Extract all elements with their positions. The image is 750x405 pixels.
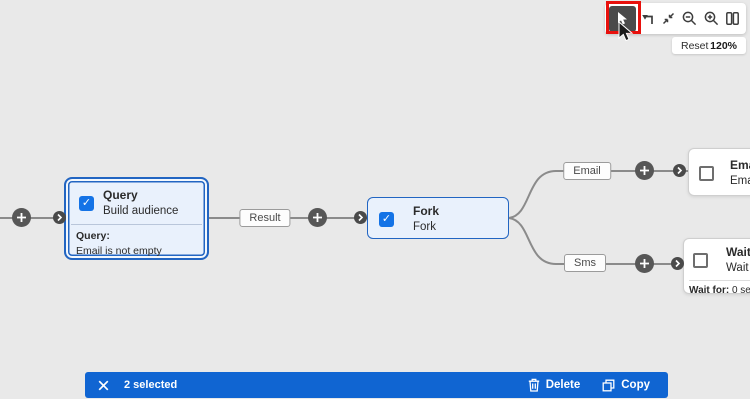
- fit-view-button[interactable]: [659, 7, 678, 31]
- zoom-out-button[interactable]: [680, 7, 699, 31]
- wait-detail-label: Wait for:: [689, 285, 730, 296]
- copy-label: Copy: [621, 379, 650, 391]
- clear-selection-button[interactable]: [98, 380, 109, 391]
- fork-checkbox[interactable]: [379, 212, 394, 227]
- input-port-email: [673, 164, 686, 177]
- delete-label: Delete: [545, 379, 581, 391]
- minimap-button[interactable]: [723, 7, 742, 31]
- fork-title: Fork: [413, 204, 440, 218]
- delete-button[interactable]: Delete: [528, 378, 581, 392]
- chevron-right-icon: [677, 166, 683, 175]
- collapse-arrows-icon: [663, 12, 675, 25]
- open-book-icon: [725, 12, 739, 25]
- copy-icon: [602, 379, 615, 391]
- canvas-toolbar: [605, 3, 746, 34]
- bent-arrow-icon: [642, 15, 653, 24]
- wait-detail-value: 0 seconds: [731, 285, 750, 296]
- select-tool-button[interactable]: [609, 5, 636, 32]
- node-email[interactable]: Email Email: [688, 148, 750, 196]
- connector-tool-button[interactable]: [638, 7, 657, 31]
- node-divider: [71, 224, 202, 225]
- close-icon: [98, 380, 109, 390]
- zoom-in-button[interactable]: [702, 7, 721, 31]
- wait-checkbox[interactable]: [693, 253, 708, 268]
- wait-subtitle: Wait: [726, 261, 749, 274]
- query-checkbox[interactable]: [79, 196, 94, 211]
- reset-zoom-button[interactable]: Reset: [681, 39, 709, 52]
- chevron-right-icon: [675, 259, 681, 268]
- selection-count: 2 selected: [124, 379, 178, 391]
- query-title: Query: [103, 188, 138, 202]
- add-node-button-sms-branch[interactable]: [635, 254, 654, 273]
- zoom-out-icon: [683, 11, 697, 26]
- wait-title: Wait: [726, 245, 750, 259]
- trash-icon: [528, 378, 539, 392]
- query-detail-label: Query:: [76, 230, 110, 242]
- chevron-right-icon: [57, 213, 63, 222]
- node-fork[interactable]: Fork Fork: [367, 197, 509, 239]
- add-node-button-start[interactable]: [12, 208, 31, 227]
- add-node-button-email-branch[interactable]: [635, 161, 654, 180]
- selection-action-bar: 2 selected Delete: [85, 372, 668, 398]
- edge-label-result: Result: [239, 209, 291, 227]
- zoom-level-value: 120%: [710, 39, 737, 52]
- edge-label-sms: Sms: [564, 254, 606, 272]
- copy-button[interactable]: Copy: [602, 379, 650, 392]
- fork-subtitle: Fork: [413, 220, 436, 233]
- node-query[interactable]: Query Build audience Query: Email is not…: [64, 177, 209, 260]
- email-subtitle: Email: [730, 174, 750, 187]
- plus-icon: [313, 213, 322, 222]
- email-checkbox[interactable]: [699, 166, 714, 181]
- zoom-in-icon: [704, 11, 718, 26]
- query-subtitle: Build audience: [103, 204, 179, 217]
- plus-icon: [640, 166, 649, 175]
- chevron-right-icon: [358, 213, 364, 222]
- pointer-icon: [618, 12, 628, 25]
- input-port-fork: [354, 211, 367, 224]
- edge-label-email: Email: [563, 162, 611, 180]
- node-divider: [689, 280, 750, 281]
- input-port-wait: [671, 257, 684, 270]
- query-detail-value: Email is not empty: [76, 244, 162, 257]
- email-title: Email: [730, 158, 750, 172]
- plus-icon: [17, 213, 26, 222]
- plus-icon: [640, 259, 649, 268]
- zoom-control: Reset 120%: [672, 37, 746, 54]
- add-node-button-result[interactable]: [308, 208, 327, 227]
- input-port-query: [53, 211, 66, 224]
- node-wait[interactable]: Wait Wait Wait for: 0 seconds: [683, 238, 750, 296]
